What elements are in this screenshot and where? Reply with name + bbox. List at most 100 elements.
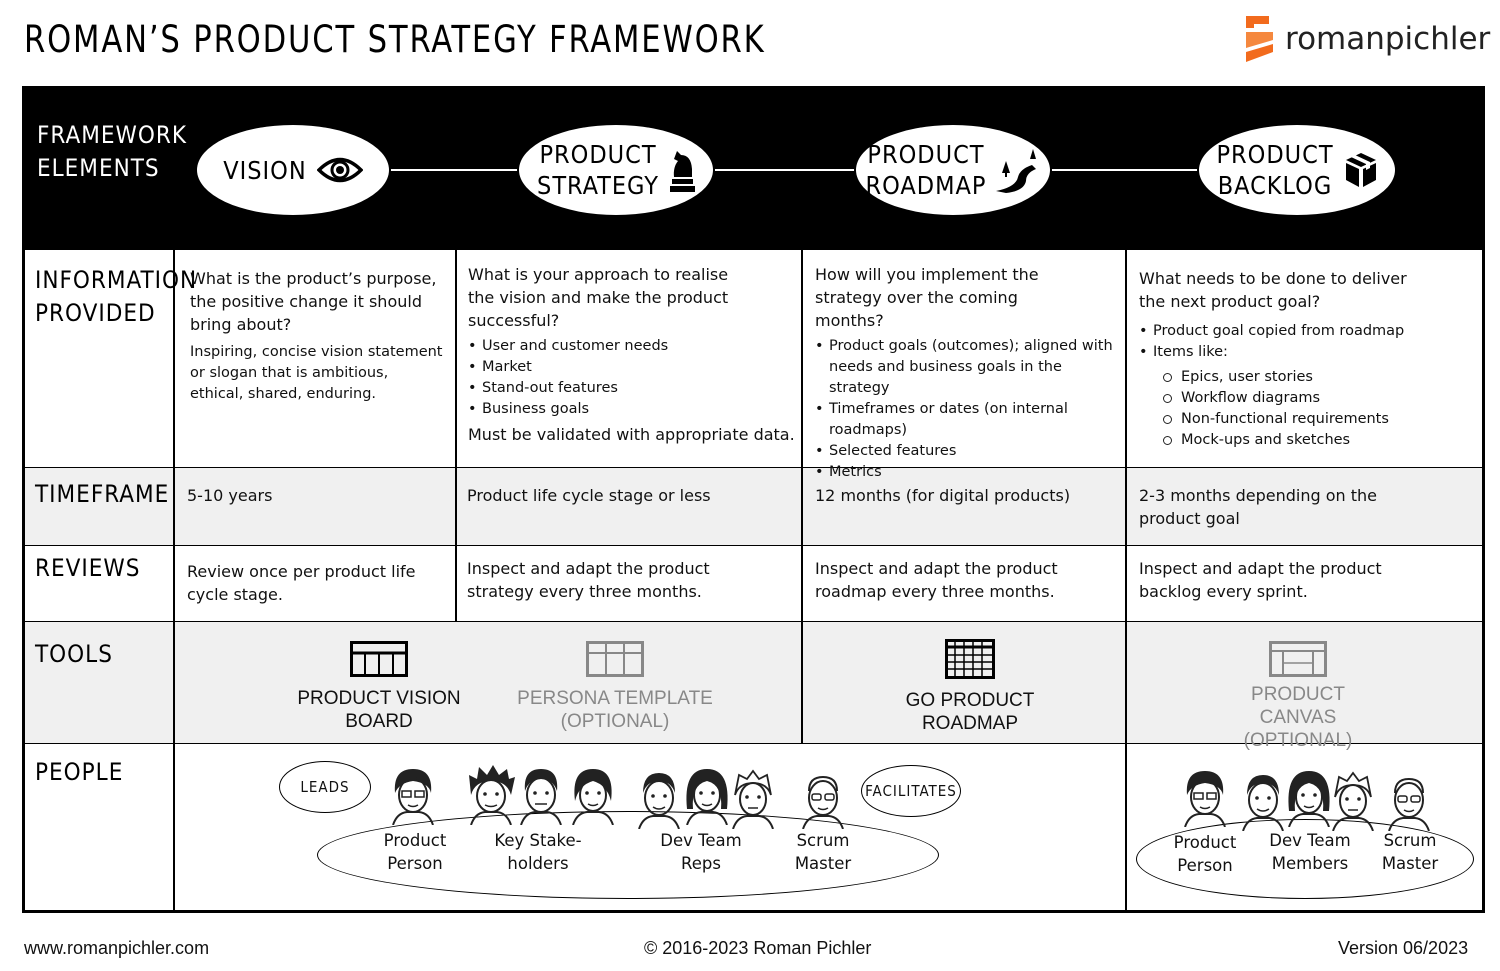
tool-product-canvas: PRODUCT CANVAS (OPTIONAL)	[1198, 641, 1398, 752]
persona-template-icon	[586, 641, 644, 677]
element-vision: VISION	[195, 123, 391, 217]
info-backlog-question: What needs to be done to deliver the nex…	[1139, 269, 1407, 311]
people-label-product-person-backlog: Product Person	[1173, 833, 1237, 875]
row-tools: TOOLS	[25, 621, 1482, 743]
people-label-scrum-master-backlog: Scrum Master	[1381, 831, 1439, 873]
people-label-product-person: Product Person	[383, 831, 447, 873]
list-item: Product goals (outcomes); aligned with n…	[815, 336, 1123, 399]
facilitates-bubble: FACILITATES	[861, 765, 961, 817]
person-icon	[392, 769, 434, 825]
tool-persona-label: PERSONA TEMPLATE (OPTIONAL)	[517, 688, 713, 732]
list-item: Non-functional requirements	[1161, 409, 1479, 430]
col-divider-4	[1125, 249, 1127, 913]
framework-elements-header: FRAMEWORK ELEMENTS VISION PRODUCT STRATE…	[25, 89, 1482, 249]
person-icon	[1288, 771, 1330, 827]
person-icon	[1388, 777, 1430, 831]
footer-website[interactable]: www.romanpichler.com	[24, 938, 210, 958]
row-label-information: INFORMATION PROVIDED	[35, 266, 198, 327]
timeframe-roadmap: 12 months (for digital products)	[815, 486, 1071, 505]
leads-bubble: LEADS	[279, 761, 371, 813]
row-label-reviews: REVIEWS	[35, 554, 141, 582]
list-item: Timeframes or dates (on internal roadmap…	[815, 399, 1123, 441]
reviews-vision: Review once per product life cycle stage…	[187, 562, 416, 604]
tool-go-roadmap-label: GO PRODUCT ROADMAP	[905, 690, 1035, 734]
people-label-dev-team-reps: Dev Team Reps	[660, 831, 742, 873]
list-item: Selected features	[815, 441, 1123, 462]
person-icon	[1242, 775, 1284, 831]
info-vision: What is the product’s purpose, the posit…	[190, 267, 445, 405]
element-backlog-label: PRODUCT BACKLOG	[1216, 140, 1334, 200]
timeframe-strategy: Product life cycle stage or less	[467, 486, 711, 505]
row-timeframe: TIMEFRAME	[25, 467, 1482, 545]
go-roadmap-icon	[945, 639, 995, 679]
row-information-provided: INFORMATION PROVIDED	[25, 249, 1482, 467]
row-label-timeframe: TIMEFRAME	[35, 480, 170, 508]
person-icon	[572, 769, 614, 825]
people-strategy-group	[317, 811, 939, 899]
footer-version: Version 06/2023	[1338, 938, 1469, 958]
info-vision-detail: Inspiring, concise vision statement or s…	[190, 344, 443, 402]
road-icon	[996, 149, 1037, 193]
eye-icon	[316, 157, 363, 183]
reviews-strategy: Inspect and adapt the product strategy e…	[467, 559, 710, 601]
list-item: Epics, user stories	[1161, 367, 1479, 388]
vision-board-icon	[350, 641, 408, 677]
tool-vision-board-label: PRODUCT VISION BOARD	[297, 688, 461, 732]
people-label-scrum-master: Scrum Master	[794, 831, 852, 873]
element-vision-label: VISION	[223, 155, 307, 185]
list-item: Market	[468, 357, 798, 378]
timeframe-vision: 5-10 years	[187, 486, 273, 505]
info-strategy-note: Must be validated with appropriate data.	[468, 425, 795, 444]
timeframe-backlog: 2-3 months depending on the product goal	[1139, 486, 1377, 528]
box-icon	[1345, 153, 1376, 187]
info-backlog-sublist: Epics, user stories Workflow diagrams No…	[1161, 367, 1479, 451]
people-label-dev-team-members: Dev Team Members	[1269, 831, 1351, 873]
people-label-key-stakeholders: Key Stake- holders	[494, 831, 582, 873]
person-icon	[802, 775, 844, 829]
person-icon	[1332, 771, 1374, 831]
info-roadmap: How will you implement the strategy over…	[815, 263, 1123, 483]
romanpichler-logo-icon	[1246, 16, 1273, 62]
tool-canvas-label: PRODUCT CANVAS (OPTIONAL)	[1243, 684, 1353, 751]
row-people: PEOPLE	[25, 743, 1482, 913]
col-divider-2	[455, 249, 457, 621]
person-icon	[469, 765, 515, 825]
info-backlog: What needs to be done to deliver the nex…	[1139, 267, 1479, 451]
framework-elements-label: FRAMEWORK ELEMENTS	[37, 121, 187, 182]
reviews-backlog: Inspect and adapt the product backlog ev…	[1139, 559, 1382, 601]
product-canvas-icon	[1269, 641, 1327, 677]
info-roadmap-list: Product goals (outcomes); aligned with n…	[815, 336, 1123, 483]
info-strategy-question: What is your approach to realise the vis…	[468, 265, 729, 330]
element-product-backlog: PRODUCT BACKLOG	[1197, 123, 1397, 217]
info-roadmap-question: How will you implement the strategy over…	[815, 265, 1039, 330]
reviews-roadmap: Inspect and adapt the product roadmap ev…	[815, 559, 1058, 601]
elements-connector	[385, 169, 1245, 171]
tool-persona-template: PERSONA TEMPLATE (OPTIONAL)	[505, 641, 725, 733]
col-divider-3	[801, 249, 803, 743]
list-item: Product goal copied from roadmap	[1139, 321, 1479, 342]
framework-table: FRAMEWORK ELEMENTS VISION PRODUCT STRATE…	[22, 86, 1485, 913]
logo: romanpichler	[1243, 14, 1490, 64]
info-strategy: What is your approach to realise the vis…	[468, 263, 798, 446]
row-label-tools: TOOLS	[35, 640, 113, 668]
list-item: Metrics	[815, 462, 1123, 483]
people-backlog-group	[1136, 819, 1474, 899]
logo-text: romanpichler	[1285, 21, 1491, 57]
person-icon	[732, 769, 774, 829]
tool-product-vision-board: PRODUCT VISION BOARD	[279, 641, 479, 733]
element-product-strategy: PRODUCT STRATEGY	[517, 123, 715, 217]
list-item: Workflow diagrams	[1161, 388, 1479, 409]
info-backlog-list: Product goal copied from roadmap Items l…	[1139, 321, 1479, 363]
tool-go-product-roadmap: GO PRODUCT ROADMAP	[870, 639, 1070, 735]
list-item: Stand-out features	[468, 378, 798, 399]
element-strategy-label: PRODUCT STRATEGY	[537, 140, 659, 200]
person-icon	[638, 773, 680, 829]
person-icon	[1184, 771, 1226, 827]
person-icon	[520, 769, 562, 825]
row-label-people: PEOPLE	[35, 758, 124, 786]
element-product-roadmap: PRODUCT ROADMAP	[854, 123, 1052, 217]
page-title: ROMAN’S PRODUCT STRATEGY FRAMEWORK	[24, 18, 766, 61]
chess-knight-icon	[669, 151, 695, 192]
element-roadmap-label: PRODUCT ROADMAP	[865, 140, 987, 200]
list-item: Business goals	[468, 399, 798, 420]
